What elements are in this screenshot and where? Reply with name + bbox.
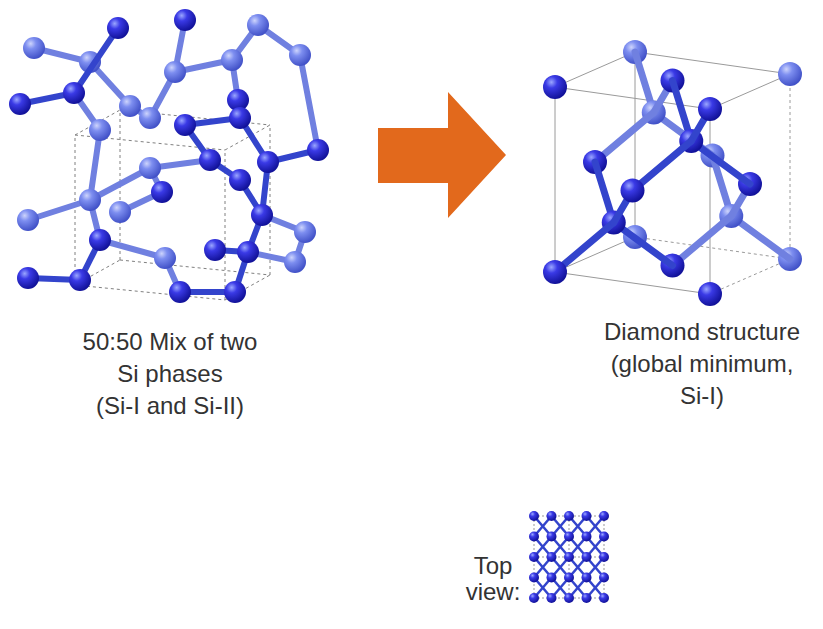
unit-cell-edge <box>710 109 711 294</box>
si-atom <box>564 532 574 542</box>
si-atom <box>164 61 186 83</box>
si-atom <box>564 511 574 521</box>
unit-cell-edge <box>635 52 790 74</box>
si-atom <box>139 157 161 179</box>
diamond-structure <box>543 40 802 306</box>
si-atom <box>529 593 539 603</box>
si-atom <box>294 221 316 243</box>
mixed-phase-structure <box>9 9 329 303</box>
si-atom <box>109 201 131 223</box>
si-atom <box>547 573 557 583</box>
si-atom <box>17 267 39 289</box>
unit-cell-edge <box>790 74 791 259</box>
si-bond <box>300 55 318 150</box>
si-atom <box>599 511 609 521</box>
unit-cell-edge <box>555 87 556 272</box>
unit-cell-edge <box>555 52 635 87</box>
si-atom <box>564 552 574 562</box>
si-atom <box>582 593 592 603</box>
si-atom <box>139 107 161 129</box>
view-label: Top view: <box>466 553 521 605</box>
si-atom <box>289 44 311 66</box>
si-atom <box>529 552 539 562</box>
si-atom <box>174 9 196 31</box>
si-atom <box>529 511 539 521</box>
si-atom <box>599 532 609 542</box>
phase-caption: 50:50 Mix of two Si phases (Si-I and Si-… <box>83 326 258 422</box>
unit-cell-edge <box>710 259 790 294</box>
si-atom <box>204 239 226 261</box>
si-atom <box>79 189 101 211</box>
si-atom <box>621 179 645 203</box>
si-atom <box>529 532 539 542</box>
si-atom <box>698 97 722 121</box>
si-atom <box>778 62 802 86</box>
si-atom <box>17 209 39 231</box>
si-atom <box>89 119 111 141</box>
unit-cell-edge <box>555 272 710 294</box>
si-atom <box>564 573 574 583</box>
si-atom <box>547 532 557 542</box>
si-atom <box>547 593 557 603</box>
si-atom <box>543 260 567 284</box>
si-atom <box>229 107 251 129</box>
si-atom <box>229 169 251 191</box>
si-atom <box>23 37 45 59</box>
si-atom <box>307 139 329 161</box>
si-atom <box>237 241 259 263</box>
si-bond <box>74 28 118 93</box>
si-atom <box>284 251 306 273</box>
si-atom <box>89 229 111 251</box>
si-atom <box>174 114 196 136</box>
si-atom <box>63 82 85 104</box>
si-atom <box>69 269 91 291</box>
si-atom <box>154 247 176 269</box>
si-atom <box>257 151 279 173</box>
si-atom <box>698 282 722 306</box>
si-atom <box>199 149 221 171</box>
si-atom <box>247 14 269 36</box>
si-atom <box>582 573 592 583</box>
si-atom <box>582 552 592 562</box>
si-atom <box>169 281 191 303</box>
si-atom <box>582 511 592 521</box>
unit-cell-edge <box>635 52 636 237</box>
si-atom <box>119 95 141 117</box>
si-atom <box>599 573 609 583</box>
si-atom <box>543 75 567 99</box>
phase-caption: Diamond structure (global minimum, Si-I) <box>604 316 800 412</box>
top-view-lattice <box>529 511 609 603</box>
unit-cell-edge <box>555 87 710 109</box>
si-atom <box>547 511 557 521</box>
si-atom <box>107 17 129 39</box>
si-atom <box>151 181 173 203</box>
si-atom <box>599 552 609 562</box>
si-atom <box>224 281 246 303</box>
si-atom <box>599 593 609 603</box>
si-atom <box>582 532 592 542</box>
si-atom <box>564 593 574 603</box>
si-atom <box>547 552 557 562</box>
si-atom <box>529 573 539 583</box>
unit-cell-edge <box>710 74 790 109</box>
si-atom <box>251 204 273 226</box>
unit-cell-edge <box>270 125 271 275</box>
si-atom <box>221 49 243 71</box>
transition-arrow <box>378 92 506 218</box>
si-atom <box>9 93 31 115</box>
unit-cell-edge <box>75 135 76 285</box>
